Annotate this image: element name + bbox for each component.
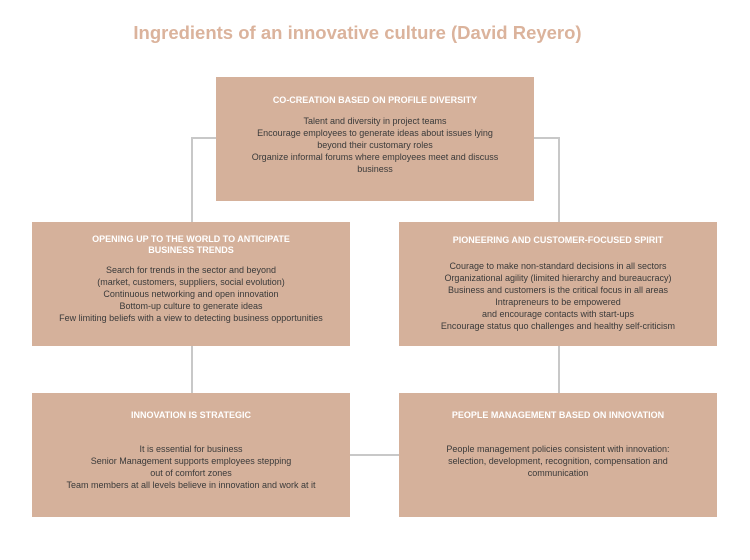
box-line: out of comfort zones	[150, 468, 232, 478]
box-line: Team members at all levels believe in in…	[66, 480, 316, 490]
box-line: selection, development, recognition, com…	[448, 456, 668, 466]
box-line: Talent and diversity in project teams	[303, 116, 447, 126]
box-co-creation: CO-CREATION BASED ON PROFILE DIVERSITY T…	[216, 77, 534, 201]
connector-bottom	[350, 454, 399, 456]
box-line: Bottom-up culture to generate ideas	[119, 301, 263, 311]
box-line: Encourage status quo challenges and heal…	[440, 321, 676, 331]
box-line: Courage to make non-standard decisions i…	[449, 261, 667, 271]
box-line: beyond their customary roles	[317, 140, 433, 150]
box-line: communication	[527, 468, 589, 478]
box-line: (market, customers, suppliers, social ev…	[97, 277, 285, 287]
box-heading: PEOPLE MANAGEMENT BASED ON INNOVATION	[451, 410, 665, 420]
box-line: business	[357, 164, 393, 174]
box-line: Organize informal forums where employees…	[251, 152, 499, 162]
box-heading: OPENING UP TO THE WORLD TO ANTICIPATE BU…	[38, 234, 344, 256]
connector-top-left-vertical	[191, 137, 193, 222]
diagram-title: Ingredients of an innovative culture (Da…	[133, 22, 582, 43]
box-line: It is essential for business	[139, 444, 243, 454]
box-line: Business and customers is the critical f…	[447, 285, 669, 295]
connector-top-right-vertical	[558, 137, 560, 222]
box-line: Encourage employees to generate ideas ab…	[257, 128, 493, 138]
box-heading-line: OPENING UP TO THE WORLD TO ANTICIPATE	[92, 234, 290, 244]
box-line: Organizational agility (limited hierarch…	[444, 273, 672, 283]
box-people-management: PEOPLE MANAGEMENT BASED ON INNOVATION Pe…	[399, 393, 717, 517]
box-line: and encourage contacts with start-ups	[481, 309, 635, 319]
box-heading: PIONEERING AND CUSTOMER-FOCUSED SPIRIT	[452, 235, 664, 245]
box-line: Continuous networking and open innovatio…	[103, 289, 279, 299]
connector-top-right	[534, 137, 559, 139]
connector-left-down	[191, 346, 193, 393]
connector-right-down	[558, 346, 560, 393]
box-pioneering: PIONEERING AND CUSTOMER-FOCUSED SPIRIT C…	[399, 222, 717, 346]
box-opening-up: OPENING UP TO THE WORLD TO ANTICIPATE BU…	[32, 222, 350, 346]
box-line: Few limiting beliefs with a view to dete…	[59, 313, 323, 323]
box-line: Intrapreneurs to be empowered	[495, 297, 621, 307]
box-line: Search for trends in the sector and beyo…	[105, 265, 277, 275]
connector-top-left	[191, 137, 216, 139]
box-heading: INNOVATION IS STRATEGIC	[130, 410, 251, 420]
box-heading-line: BUSINESS TRENDS	[148, 245, 234, 255]
box-line: Senior Management supports employees ste…	[90, 456, 292, 466]
box-line: People management policies consistent wi…	[446, 444, 670, 454]
box-heading: CO-CREATION BASED ON PROFILE DIVERSITY	[272, 95, 478, 105]
box-innovation-strategic: INNOVATION IS STRATEGIC It is essential …	[32, 393, 350, 517]
